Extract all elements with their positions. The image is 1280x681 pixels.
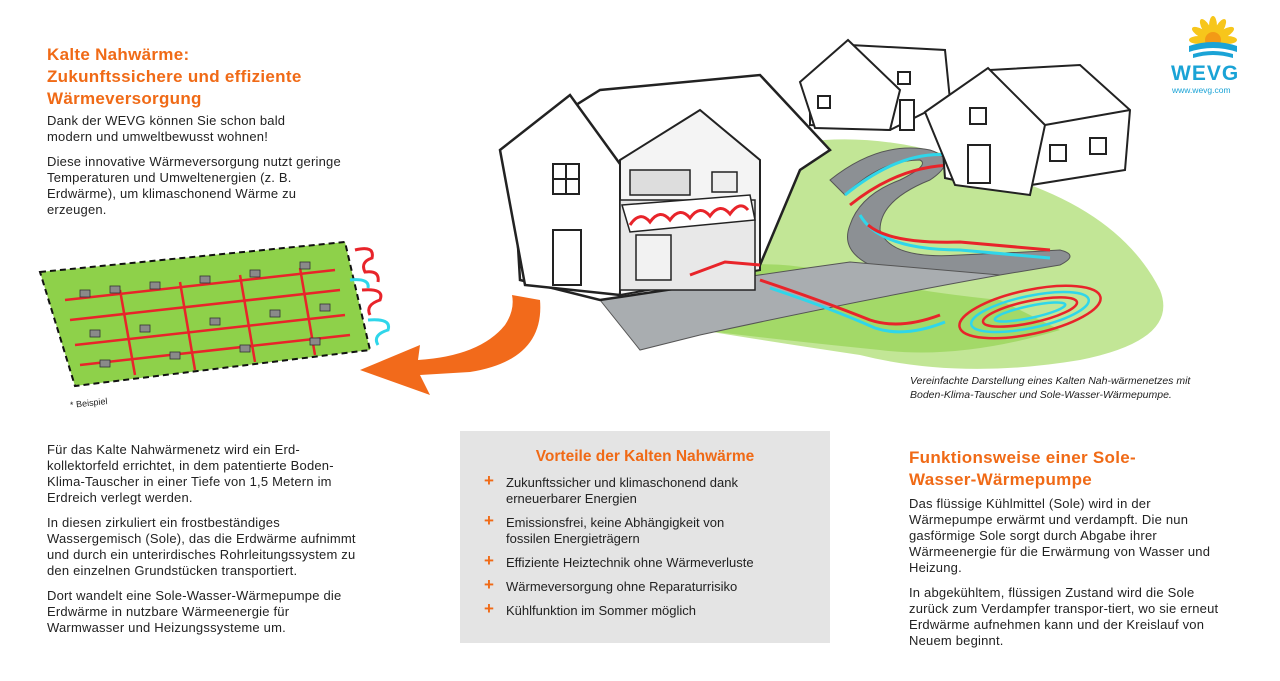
collector-paragraph: In diesen zirkuliert ein frostbeständige… xyxy=(47,515,356,578)
advantage-item: + Zukunftssicher und klimaschonend dank e… xyxy=(484,471,814,507)
advantage-item: + Kühlfunktion im Sommer möglich xyxy=(484,599,814,619)
advantages-title: Vorteile der Kalten Nahwärme xyxy=(535,448,755,465)
plus-icon: + xyxy=(484,471,494,490)
plus-icon: + xyxy=(484,551,494,570)
collector-paragraph: Dort wandelt eine Sole-Wasser-Wärmepumpe… xyxy=(47,588,342,635)
function-title: Funktionsweise einer Sole- Wasser-Wärmep… xyxy=(909,447,1136,491)
intro-title-line: Wärmeversorgung xyxy=(47,89,202,108)
advantages-list: + Zukunftssicher und klimaschonend dank e… xyxy=(484,471,814,627)
intro-paragraph: Diese innovative Wärmeversorgung nutzt g… xyxy=(47,154,341,217)
advantages-box: Vorteile der Kalten Nahwärme + Zukunftssi… xyxy=(460,431,830,643)
function-paragraph: Das flüssige Kühlmittel (Sole) wird in d… xyxy=(909,496,1211,575)
logo-wordmark[interactable]: WEVG xyxy=(1171,62,1240,85)
plus-icon: + xyxy=(484,511,494,530)
collector-paragraph: Für das Kalte Nahwärmenetz wird ein Erd-… xyxy=(47,442,334,505)
intro-title: Kalte Nahwärme: Zukunftssichere und effi… xyxy=(47,44,302,110)
advantage-text: Effiziente Heiztechnik ohne Wärmeverlust… xyxy=(506,555,754,570)
diagram-caption: Vereinfachte Darstellung eines Kalten Na… xyxy=(910,375,1191,401)
sun-logo-icon xyxy=(1189,16,1237,58)
function-title-line: Funktionsweise einer Sole- xyxy=(909,448,1136,467)
plus-icon: + xyxy=(484,575,494,594)
main-house xyxy=(498,73,832,302)
advantage-text: Emissionsfrei, keine Abhängigkeit von fo… xyxy=(506,515,725,546)
intro-paragraph: Dank der WEVG können Sie schon bald mode… xyxy=(47,113,286,144)
orange-arrow-icon xyxy=(360,295,541,395)
advantage-item: + Wärmeversorgung ohne Reparaturrisiko xyxy=(484,575,814,595)
plus-icon: + xyxy=(484,599,494,618)
advantage-text: Wärmeversorgung ohne Reparaturrisiko xyxy=(506,579,738,594)
advantage-text: Kühlfunktion im Sommer möglich xyxy=(506,603,697,618)
advantage-text: Zukunftssicher und klimaschonend dank er… xyxy=(506,475,738,506)
house-back-left xyxy=(798,38,952,132)
intro-text: Dank der WEVG können Sie schon bald mode… xyxy=(47,113,377,227)
intro-title-line: Kalte Nahwärme: xyxy=(47,45,190,64)
house-back-right xyxy=(923,63,1132,197)
function-title-line: Wasser-Wärmepumpe xyxy=(909,470,1093,489)
collector-field-text: Für das Kalte Nahwärmenetz wird ein Erd-… xyxy=(47,442,367,645)
logo-url[interactable]: www.wevg.com xyxy=(1172,85,1231,95)
function-text: Das flüssige Kühlmittel (Sole) wird in d… xyxy=(909,496,1219,658)
advantage-item: + Effiziente Heiztechnik ohne Wärmeverlus… xyxy=(484,551,814,571)
function-paragraph: In abgekühltem, flüssigen Zustand wird d… xyxy=(909,585,1219,648)
collector-field-diagram xyxy=(38,240,391,388)
advantage-item: + Emissionsfrei, keine Abhängigkeit von f… xyxy=(484,511,814,547)
intro-title-line: Zukunftssichere und effiziente xyxy=(47,67,302,86)
